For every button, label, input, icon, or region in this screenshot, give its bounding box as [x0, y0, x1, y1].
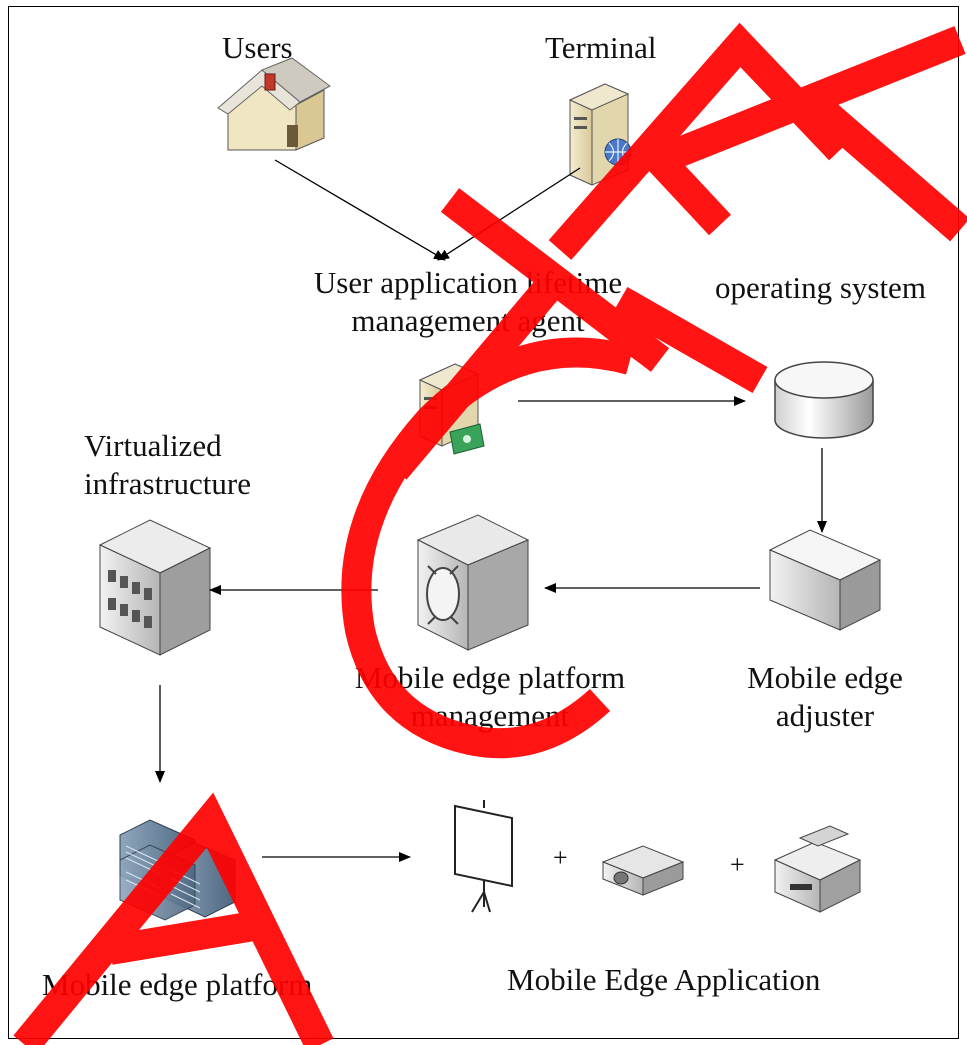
box-icon [768, 529, 882, 631]
label-users: Users [222, 30, 293, 65]
arrow-terminal-to-agent [437, 167, 581, 261]
label-virt-line2: infrastructure [84, 466, 251, 501]
label-agent-line2: management agent [351, 303, 585, 338]
server-rack-icon [119, 819, 236, 921]
web-server-icon [568, 83, 632, 186]
building-icon [98, 519, 212, 656]
label-adjuster-line2: adjuster [775, 698, 875, 733]
label-platform: Mobile edge platform [42, 967, 313, 1002]
label-operating-system: operating system [715, 270, 926, 305]
label-virt-line1: Virtualized [84, 428, 222, 463]
label-agent-line1: User application lifetime [313, 265, 623, 300]
label-adjuster-line1: Mobile edge [747, 660, 903, 695]
payment-server-icon [418, 363, 485, 455]
label-terminal: Terminal [545, 30, 657, 65]
label-mgmt-line1: Mobile edge platform [354, 660, 626, 695]
label-plus-2: + [730, 850, 745, 879]
label-application: Mobile Edge Application [507, 962, 821, 997]
projector-icon [601, 845, 685, 896]
fax-machine-icon [773, 825, 862, 913]
label-mgmt-line2: management [410, 698, 570, 733]
router-icon [416, 514, 530, 651]
projection-screen-icon [454, 800, 513, 913]
label-plus-1: + [553, 843, 568, 872]
house-icon [217, 57, 331, 151]
database-cylinder-icon [774, 361, 874, 439]
arrow-users-to-agent [274, 159, 446, 261]
